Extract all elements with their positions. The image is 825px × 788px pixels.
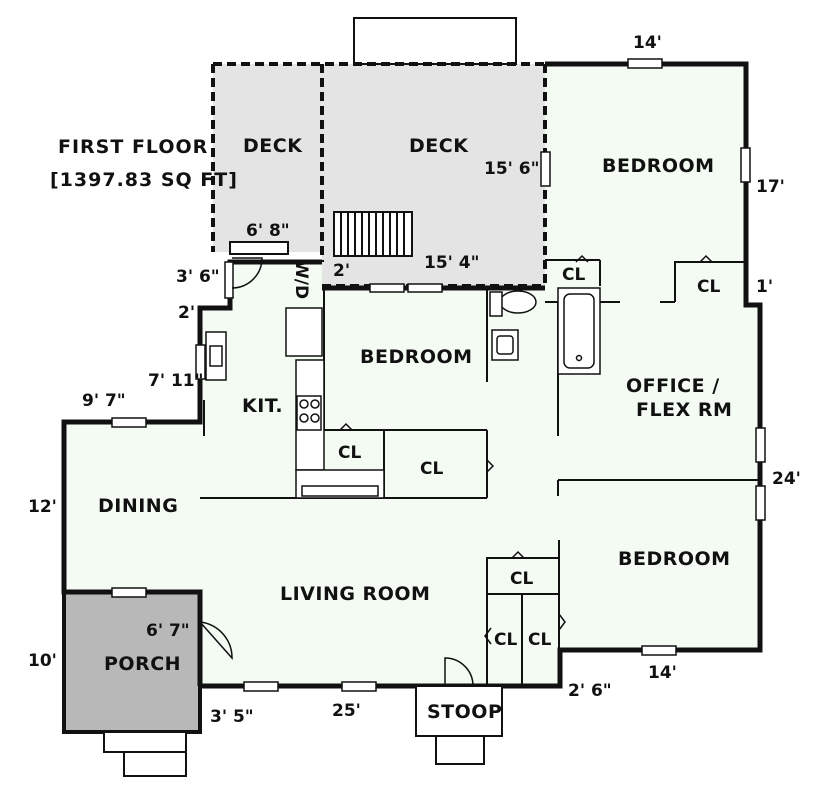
dim-left-10: 10' — [28, 651, 57, 671]
stoop — [415, 685, 503, 765]
dim-bottom-25: 25' — [332, 701, 361, 721]
room-label-bedroom-se: BEDROOM — [618, 548, 731, 570]
doors — [199, 254, 713, 687]
dim-deck-6-8: 6' 8" — [246, 221, 290, 241]
deck-stairs — [333, 211, 413, 257]
closet-label-se-lower-right: CL — [528, 630, 551, 650]
deck-left-fill — [213, 64, 322, 252]
dim-deck-15-4: 15' 4" — [424, 253, 479, 273]
room-label-deck-left: DECK — [243, 135, 303, 157]
closet-label-se-upper: CL — [510, 569, 533, 589]
porch-steps — [103, 731, 187, 777]
deck-step-top — [353, 17, 517, 65]
dim-right-24: 24' — [772, 469, 801, 489]
dim-deck-15-6: 15' 6" — [484, 159, 539, 179]
room-label-office-line2: FLEX RM — [636, 399, 732, 421]
dim-right-1: 1' — [756, 277, 773, 297]
room-label-bedroom-center: BEDROOM — [360, 346, 473, 368]
dim-right-17: 17' — [756, 177, 785, 197]
room-label-bedroom-ne: BEDROOM — [602, 155, 715, 177]
stove-icon — [296, 395, 322, 431]
interior-fill — [64, 64, 760, 686]
room-label-kitchen: KIT. — [242, 395, 283, 417]
closet-label-center-large: CL — [420, 459, 443, 479]
closet-label-bath: CL — [562, 265, 585, 285]
windows — [111, 58, 766, 692]
plan-area: [1397.83 SQ FT] — [50, 169, 238, 191]
room-label-office: OFFICE / — [626, 375, 720, 397]
dim-left-9-7: 9' 7" — [82, 391, 126, 411]
dim-left-2: 2' — [178, 303, 195, 323]
dim-bottom-2-6: 2' 6" — [568, 681, 612, 701]
room-label-wd: W/D — [291, 260, 311, 299]
dim-left-7-11: 7' 11" — [148, 371, 203, 391]
dim-top-14: 14' — [633, 33, 662, 53]
room-label-deck-right: DECK — [409, 135, 469, 157]
dim-porch-6-7: 6' 7" — [146, 621, 190, 641]
closet-label-center-small: CL — [338, 443, 361, 463]
bath-fixtures — [489, 287, 601, 375]
dim-bottom-14: 14' — [648, 663, 677, 683]
porch-fill — [64, 592, 200, 732]
dim-deck-2: 2' — [333, 261, 350, 281]
room-label-living: LIVING ROOM — [280, 583, 430, 605]
dim-left-3-6: 3' 6" — [176, 267, 220, 287]
closet-label-office: CL — [697, 277, 720, 297]
plan-title: FIRST FLOOR — [58, 136, 208, 158]
dim-bottom-3-5: 3' 5" — [210, 707, 254, 727]
closet-label-se-lower-left: CL — [494, 630, 517, 650]
room-label-dining: DINING — [98, 495, 178, 517]
room-label-stoop: STOOP — [427, 701, 502, 723]
dim-left-12: 12' — [28, 497, 57, 517]
room-label-porch: PORCH — [104, 653, 181, 675]
deck-step-landing — [229, 241, 289, 255]
